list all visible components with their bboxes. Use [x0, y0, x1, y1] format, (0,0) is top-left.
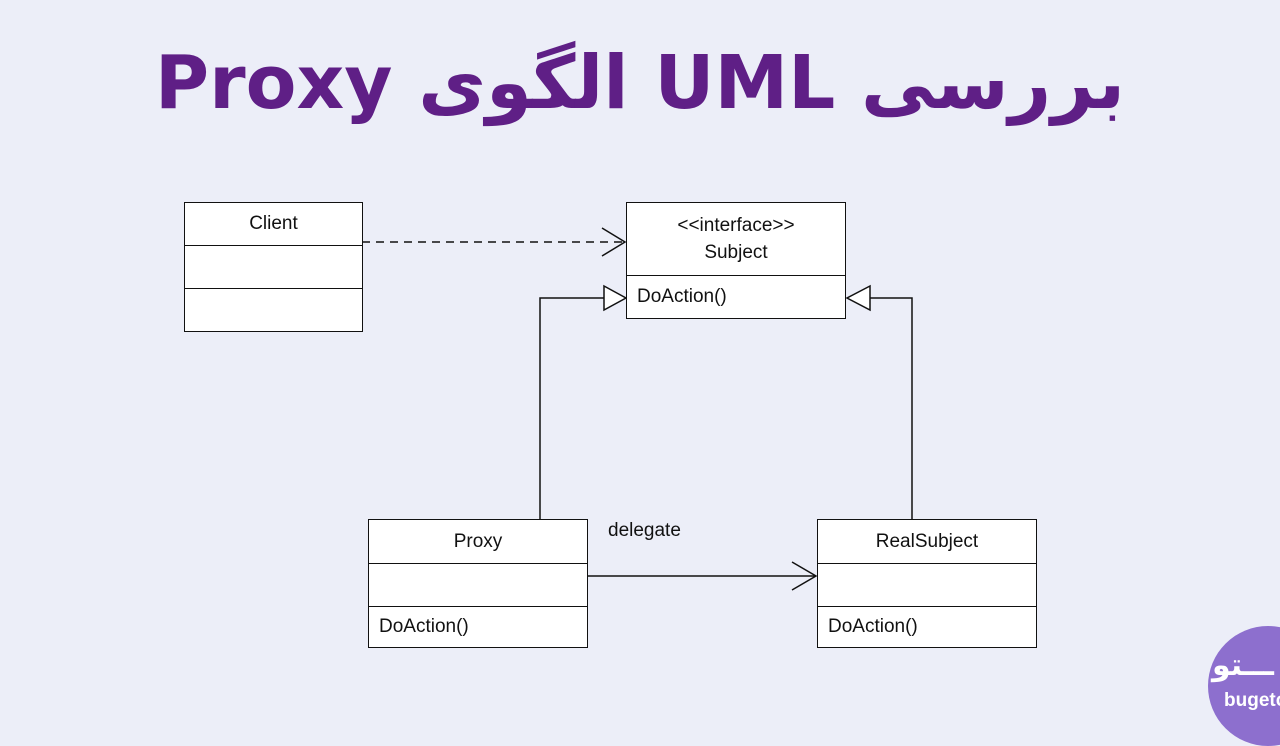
class-name: Subject	[704, 241, 768, 263]
class-name: Client	[249, 213, 298, 234]
attributes-section	[185, 245, 362, 288]
operation: DoAction()	[369, 606, 587, 646]
operation: DoAction()	[818, 606, 1036, 646]
class-client[interactable]: Client	[184, 202, 363, 332]
delegate-label: delegate	[608, 520, 681, 541]
logo-text-fa: ـــتو	[1212, 648, 1274, 683]
operation: DoAction()	[627, 275, 845, 318]
class-name: Proxy	[453, 530, 503, 552]
slide-title: بررسی UML الگوی Proxy	[154, 40, 1126, 126]
dependency-client-subject	[362, 227, 627, 257]
realization-proxy-subject	[539, 284, 628, 519]
stereotype: <<interface>>	[677, 214, 795, 236]
connectors	[362, 227, 913, 591]
attributes-section	[369, 563, 587, 606]
operations-section	[185, 288, 362, 330]
logo-text-en: bugeto.	[1224, 690, 1280, 711]
class-name: RealSubject	[875, 530, 979, 552]
class-real-subject[interactable]: RealSubject DoAction()	[817, 519, 1037, 648]
realization-realsubject-subject	[845, 284, 913, 519]
association-delegate	[587, 561, 818, 591]
class-subject[interactable]: <<interface>> Subject DoAction()	[626, 202, 846, 319]
class-header: <<interface>> Subject	[627, 203, 845, 275]
attributes-section	[818, 563, 1036, 606]
class-proxy[interactable]: Proxy DoAction()	[368, 519, 588, 648]
